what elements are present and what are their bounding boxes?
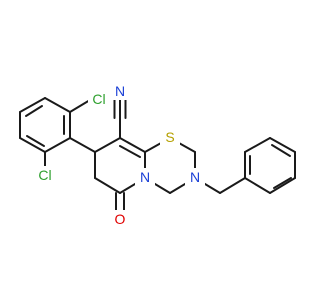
bond-ph-double-3 <box>271 144 291 157</box>
bond-c-cl-top <box>69 99 91 113</box>
structure-diagram: N S N N O Cl Cl <box>19 82 296 228</box>
chlorine-bottom-label: Cl <box>38 167 51 183</box>
bond-ar-double-3 <box>26 135 45 147</box>
atom-labels: N S N N O Cl Cl <box>34 82 205 228</box>
bond-ar-6 <box>44 137 71 153</box>
bond-c9a-c9 <box>119 137 146 153</box>
molecule-drawing: N S N N O Cl Cl <box>19 82 296 228</box>
bonds <box>19 97 296 213</box>
carbonyl-oxygen-label: O <box>115 211 126 227</box>
bond-c7-c6 <box>94 177 121 194</box>
bond-ar-double-2 <box>25 105 43 117</box>
bond-ph-2 <box>269 177 296 194</box>
chlorine-top-label: Cl <box>92 91 105 107</box>
bond-c8-aryl <box>69 137 96 153</box>
bond-ph-double-2 <box>273 177 292 189</box>
bond-c9-c8 <box>94 137 121 153</box>
bond-ph-4 <box>269 137 296 153</box>
amide-nitrogen-label: N <box>140 169 150 185</box>
bond-ar-5 <box>19 137 46 153</box>
bond-ch2-phenyl <box>219 177 246 194</box>
bond-ar-2 <box>44 97 71 113</box>
bond-ph-5 <box>244 137 271 153</box>
ring-nitrogen-label: N <box>190 169 200 185</box>
bond-ar-3 <box>19 97 46 113</box>
sulfur-label: S <box>165 129 174 145</box>
bond-ph-1 <box>244 177 271 194</box>
nitrile-nitrogen-label: N <box>115 83 125 99</box>
bond-c9a-c9-double <box>119 145 141 158</box>
